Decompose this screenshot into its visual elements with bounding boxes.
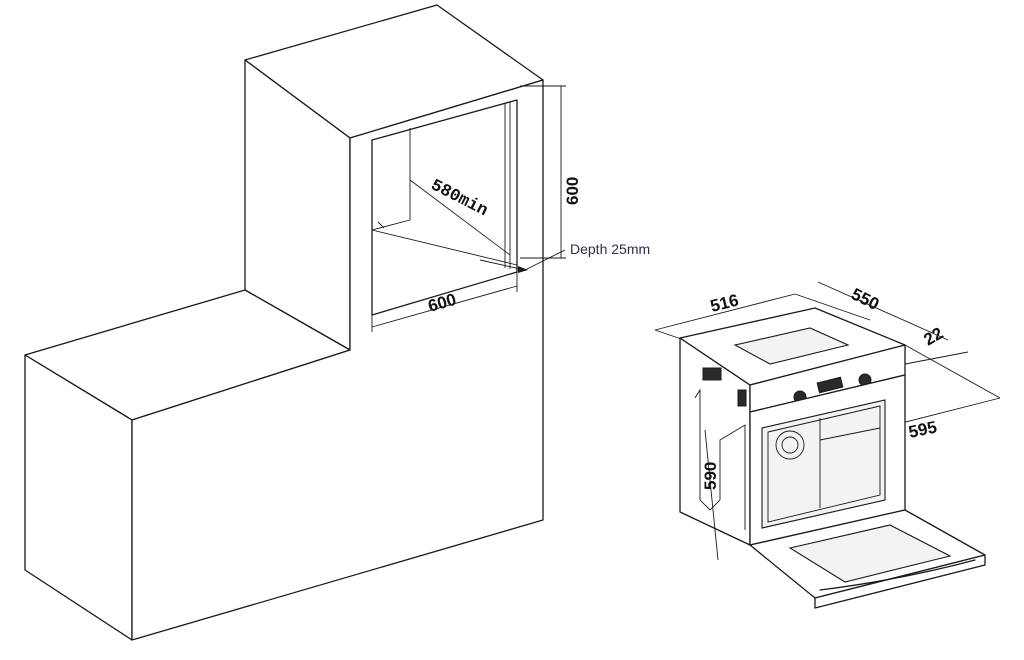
- oven-front-label: 595: [907, 417, 939, 441]
- width-dimension-line: [371, 285, 518, 328]
- niche-floor-left: [371, 219, 411, 231]
- oven-height-label: 590: [701, 462, 720, 490]
- oven-cavity: [761, 399, 886, 529]
- oven-drawing: 516 550 22 595: [654, 281, 1001, 609]
- cabinet-drawing: 580min 600 Depth 25mm 600: [24, 4, 650, 641]
- oven-depth-dimension: [817, 281, 949, 341]
- note-pointer-a: [479, 259, 526, 271]
- note-label: Depth 25mm: [570, 241, 650, 257]
- height-label: 600: [563, 177, 582, 205]
- cavity-back-top: [819, 427, 881, 441]
- oven-top-plate: [733, 327, 850, 365]
- oven-door-ext: [899, 351, 969, 366]
- oven-door-handle: [819, 559, 976, 591]
- note-arrow: [518, 266, 528, 273]
- side-vent-icon: [702, 367, 722, 381]
- oven-width-dimension: [654, 293, 796, 331]
- side-vent-icon: [737, 389, 747, 407]
- oven-door-glass: [788, 524, 952, 583]
- oven-height-dimension: [704, 429, 719, 561]
- oven-depth-label: 550: [848, 285, 882, 315]
- side-bracket: [694, 388, 746, 530]
- note-pointer-b: [524, 249, 566, 271]
- oven-door-dimension: [904, 344, 1001, 399]
- fan-icon: [775, 430, 805, 460]
- niche-floor-diag: [371, 229, 518, 266]
- oven-width-ext-right: [794, 293, 871, 321]
- niche-tick: [377, 221, 385, 229]
- oven-door-label: 22: [921, 324, 947, 350]
- display-icon: [816, 376, 844, 394]
- oven-width-label: 516: [708, 291, 740, 316]
- oven-cavity-inner: [767, 405, 881, 523]
- depth-dimension-line: [409, 179, 511, 256]
